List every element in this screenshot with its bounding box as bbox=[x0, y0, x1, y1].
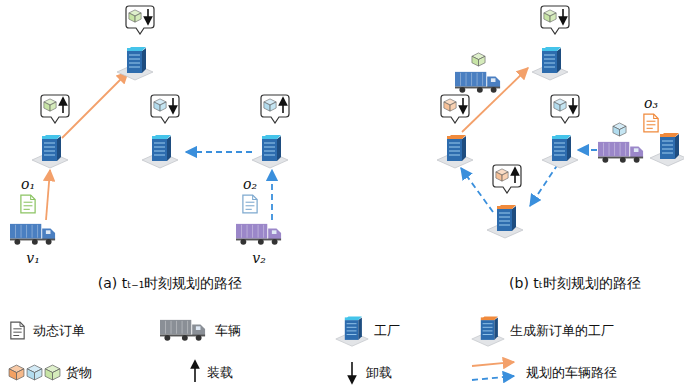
legend-label: 工厂 bbox=[374, 324, 400, 339]
factory-icon bbox=[32, 135, 68, 168]
order-sample bbox=[11, 322, 24, 339]
caption: (b) tₜ时刻规划的路径 bbox=[509, 275, 641, 291]
order-icon bbox=[644, 114, 658, 132]
new-order-factory-sample bbox=[472, 317, 504, 347]
route-line bbox=[530, 164, 558, 206]
route-line bbox=[62, 72, 128, 138]
panel-b bbox=[437, 6, 684, 238]
legend-label: 生成新订单的工厂 bbox=[510, 324, 614, 339]
new-order-factory-icon bbox=[487, 205, 523, 238]
cargo-sample bbox=[27, 365, 42, 380]
load-callout bbox=[493, 165, 521, 193]
truck-icon bbox=[236, 224, 281, 245]
route-line bbox=[578, 149, 597, 151]
load-callout bbox=[261, 95, 289, 123]
truck-sample bbox=[160, 320, 205, 341]
load-arrow-sample bbox=[194, 364, 196, 382]
legend-label: 动态订单 bbox=[33, 324, 85, 339]
cargo-icon bbox=[472, 53, 485, 66]
vehicle-label: v₁ bbox=[26, 250, 40, 266]
cargo-icon bbox=[613, 123, 626, 136]
new-order-factory-icon bbox=[650, 133, 684, 166]
factory-icon bbox=[117, 47, 153, 80]
route-line bbox=[186, 151, 252, 153]
legend-label: 装载 bbox=[207, 366, 233, 381]
unload-arrow-sample bbox=[351, 362, 353, 380]
order-label: o₂ bbox=[243, 176, 257, 192]
unload-callout bbox=[441, 95, 469, 123]
route-line bbox=[271, 170, 273, 220]
legend-label: 车辆 bbox=[215, 324, 241, 339]
factory-icon bbox=[542, 135, 578, 168]
order-icon bbox=[243, 195, 257, 213]
factory-icon bbox=[532, 47, 568, 80]
order-label: o₁ bbox=[21, 176, 35, 192]
route-sample bbox=[472, 376, 514, 380]
vehicle-label: v₂ bbox=[252, 250, 266, 266]
legend-label: 卸载 bbox=[366, 366, 392, 381]
load-callout bbox=[41, 95, 69, 123]
factory-icon bbox=[142, 135, 178, 168]
legend-samples bbox=[9, 317, 514, 383]
new-order-factory-icon bbox=[437, 135, 473, 168]
cargo-sample bbox=[9, 365, 24, 380]
legend-label: 规划的车辆路径 bbox=[526, 366, 617, 381]
unload-callout bbox=[541, 6, 569, 34]
route-line bbox=[46, 170, 50, 220]
truck-icon bbox=[598, 142, 643, 163]
legend-label: 货物 bbox=[66, 366, 92, 381]
route-line bbox=[461, 168, 493, 212]
unload-callout bbox=[126, 6, 154, 34]
unload-callout bbox=[551, 95, 579, 123]
order-icon bbox=[21, 195, 35, 213]
unload-callout bbox=[151, 95, 179, 123]
cargo-sample bbox=[45, 365, 60, 380]
factory-sample bbox=[336, 317, 368, 347]
panel-a bbox=[10, 6, 289, 245]
order-label: o₃ bbox=[644, 95, 658, 111]
factory-icon bbox=[252, 135, 288, 168]
truck-icon bbox=[10, 224, 55, 245]
route-sample bbox=[472, 362, 514, 366]
truck-icon bbox=[455, 72, 500, 93]
caption: (a) tₜ₋₁时刻规划的路径 bbox=[98, 275, 243, 291]
